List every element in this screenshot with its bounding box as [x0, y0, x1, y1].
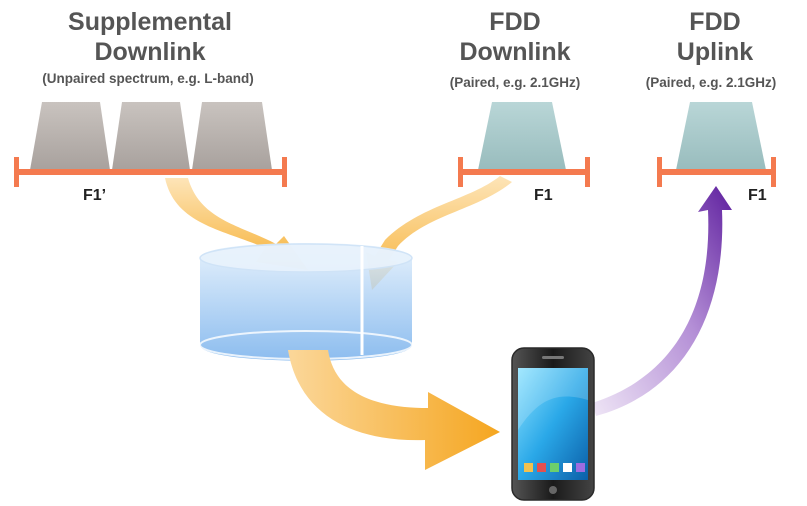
- fdd-downlink-title-line2: Downlink: [459, 38, 571, 66]
- supplemental-subtitle: (Unpaired spectrum, e.g. L-band): [42, 71, 254, 86]
- fdd-downlink-carrier: [478, 102, 566, 170]
- uplink-arrow: [592, 186, 732, 416]
- supplemental-band-bar: [14, 157, 287, 187]
- supplemental-carriers: [30, 102, 272, 170]
- supplemental-carrier-3: [192, 102, 272, 170]
- aggregator-cylinder: [199, 243, 413, 361]
- fdd-uplink-title-line1: FDD: [689, 8, 741, 36]
- supplemental-carrier-2: [112, 102, 190, 170]
- fdd-uplink-subtitle: (Paired, e.g. 2.1GHz): [645, 75, 777, 90]
- fdd-downlink-subtitle: (Paired, e.g. 2.1GHz): [449, 75, 581, 90]
- fdd-uplink-band-label: F1: [748, 187, 767, 204]
- fdd-uplink-carrier: [676, 102, 766, 170]
- fdd-downlink-title-line1: FDD: [489, 8, 541, 36]
- aggregated-downlink-arrow: [288, 350, 500, 470]
- supplemental-band-label: F1’: [83, 187, 107, 204]
- fdd-downlink-band-bar: [458, 157, 590, 187]
- fdd-downlink-band-label: F1: [534, 187, 553, 204]
- smartphone-icon: [511, 347, 595, 501]
- supplemental-title-line2: Downlink: [94, 38, 206, 66]
- supplemental-carrier-1: [30, 102, 110, 170]
- supplemental-title-line1: Supplemental: [68, 8, 232, 36]
- fdd-uplink-title-line2: Uplink: [676, 38, 754, 66]
- fdd-uplink-band-bar: [657, 157, 776, 187]
